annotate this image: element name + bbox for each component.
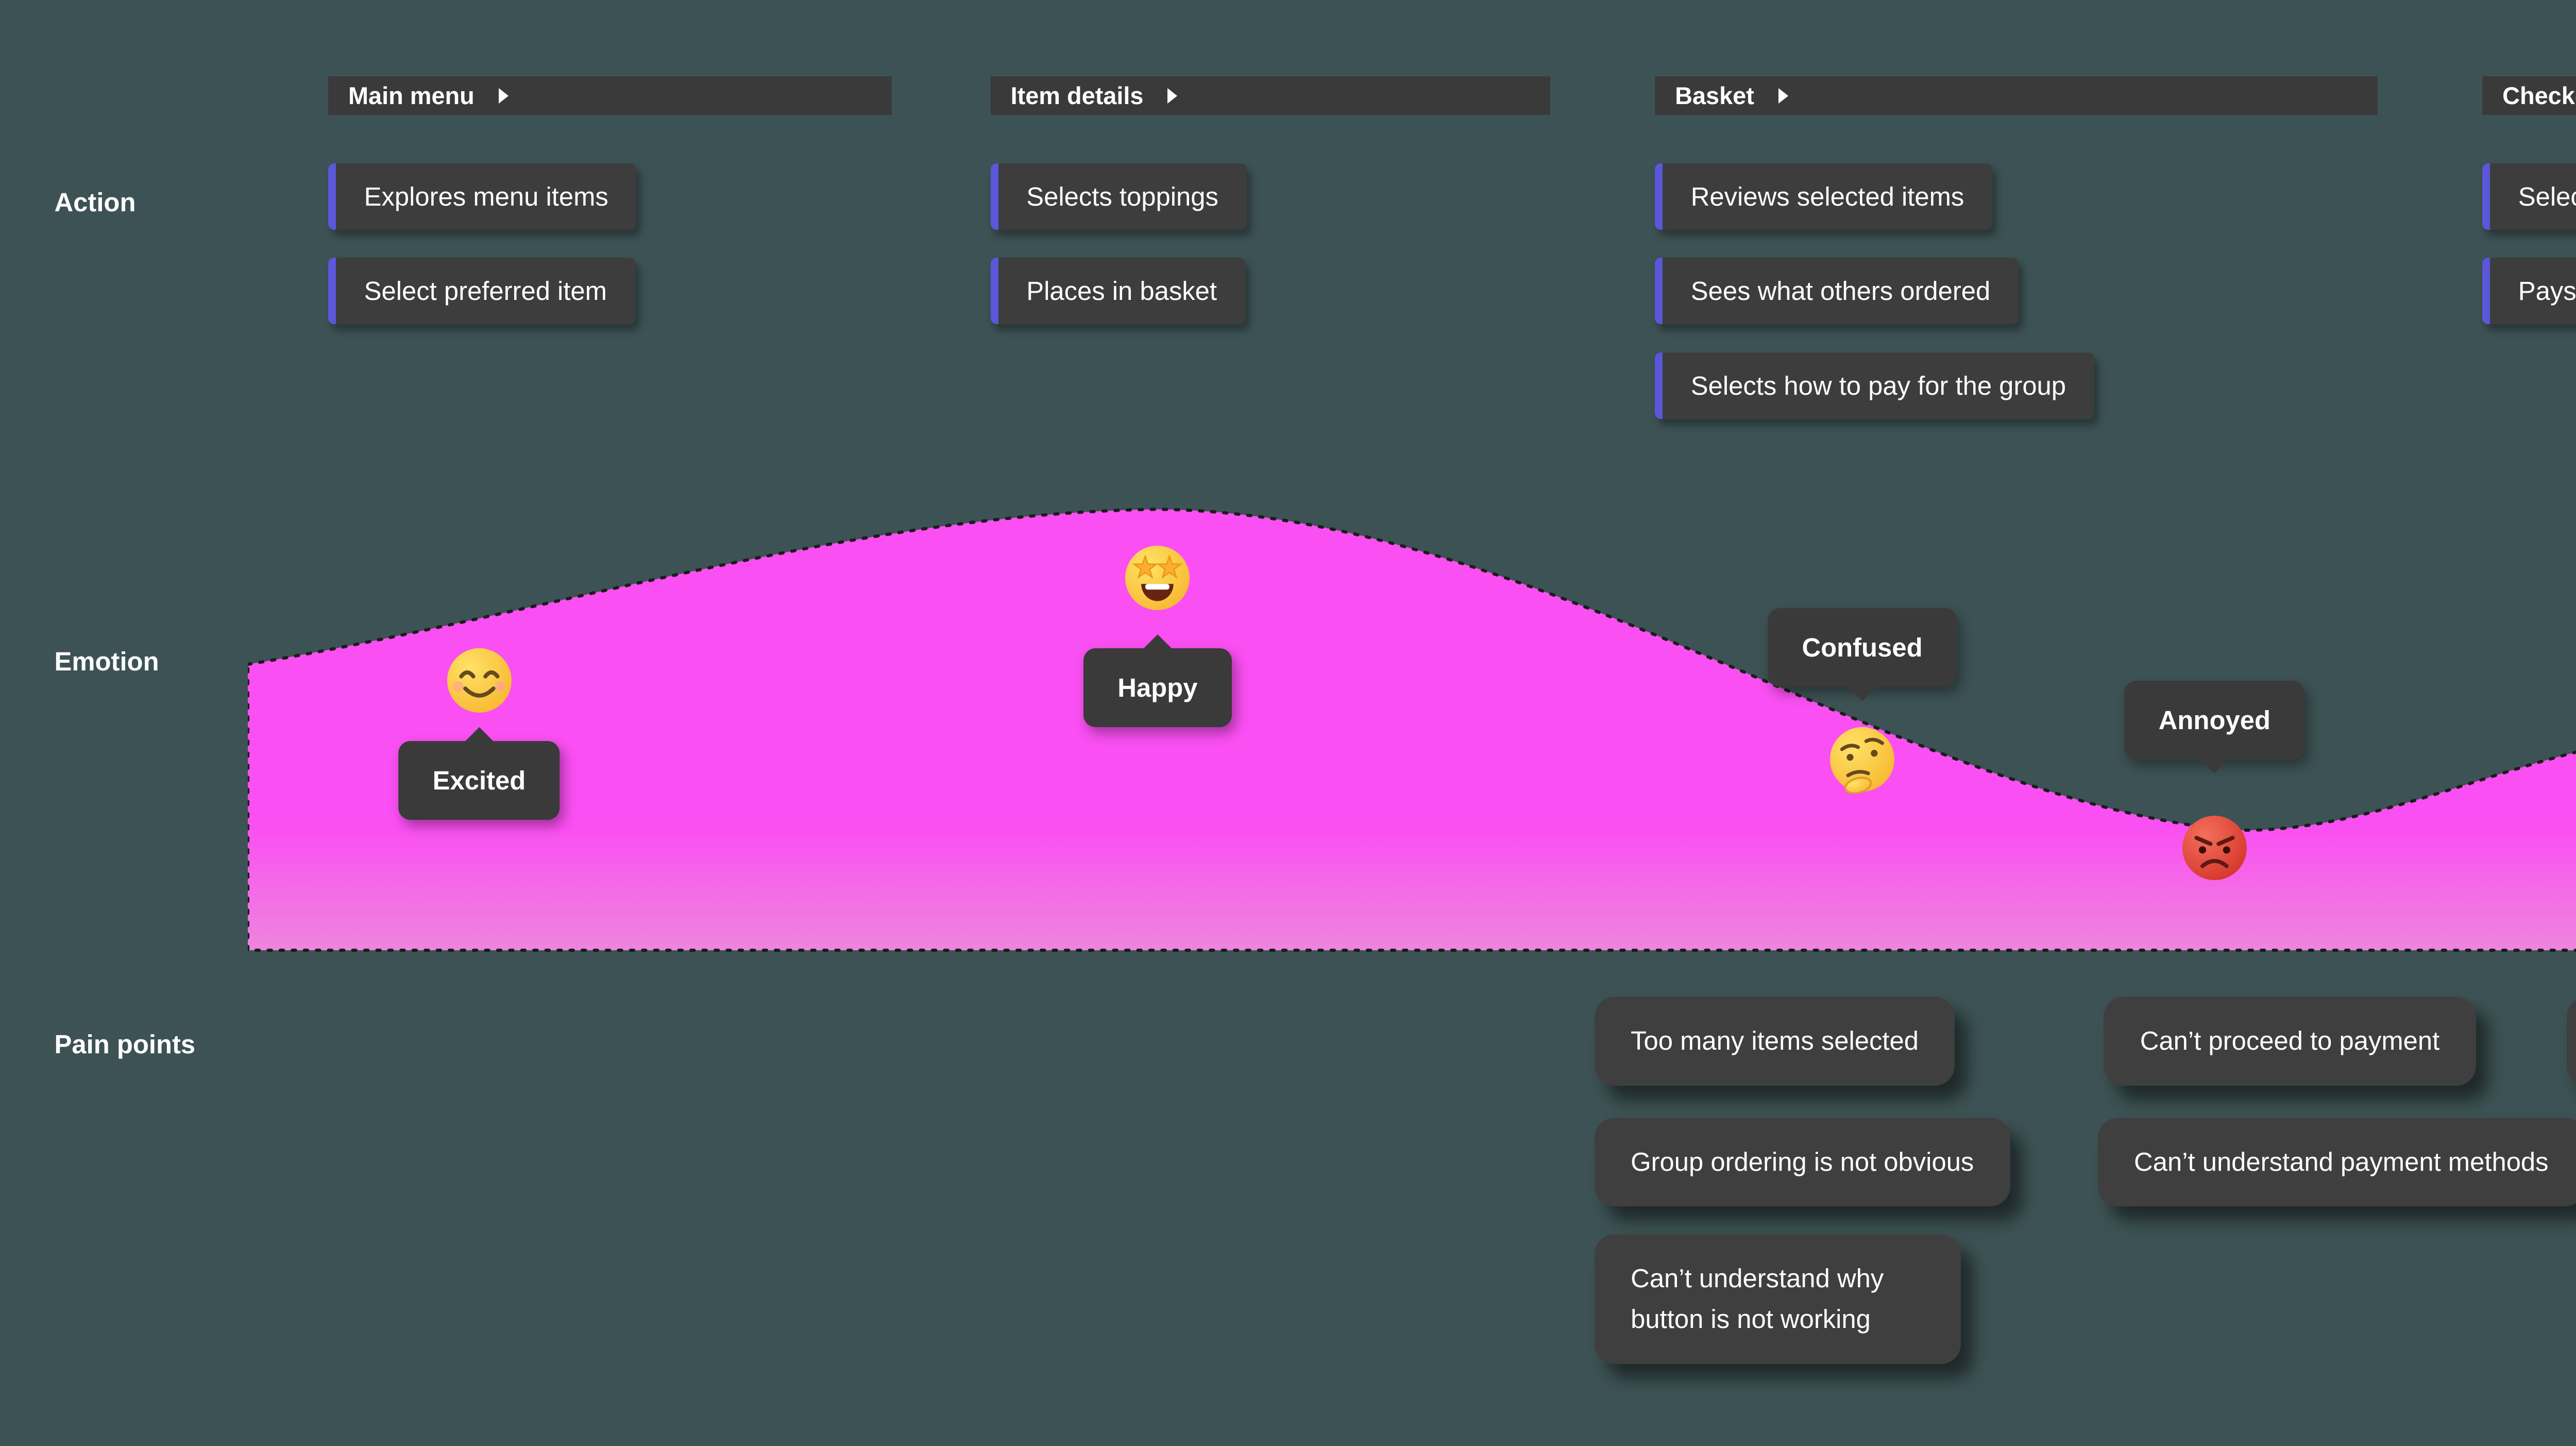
emotion-tooltip-annoyed[interactable]: Annoyed: [2124, 680, 2305, 760]
pain-point-card[interactable]: Group ordering is not obvious: [1594, 1117, 2010, 1207]
action-card[interactable]: Selects toppings: [990, 163, 1247, 230]
stage-header-label: Basket: [1675, 82, 1754, 109]
thinking-face-emoji-icon[interactable]: [1828, 725, 1896, 794]
pain-point-card[interactable]: Can’t understand why button is not worki…: [1594, 1234, 1961, 1364]
stage-header-label: Item details: [1010, 82, 1144, 109]
pain-point-card[interactable]: Can’t proceed to payment: [2104, 997, 2476, 1086]
angry-face-emoji-icon[interactable]: [2180, 814, 2249, 882]
action-card[interactable]: Explores menu items: [328, 163, 637, 230]
stage-item-details: Item details Selects toppings Places in …: [990, 76, 1550, 325]
star-struck-emoji-icon[interactable]: [1123, 544, 1192, 612]
stage-header-main-menu[interactable]: Main menu: [328, 76, 892, 115]
stage-basket: Basket Reviews selected items Sees what …: [1655, 76, 2378, 419]
emotion-tooltip-confused-1[interactable]: Confused: [1768, 608, 1957, 687]
chevron-right-icon: [1778, 88, 1788, 104]
action-card[interactable]: Reviews selected items: [1655, 163, 1993, 230]
stage-header-basket[interactable]: Basket: [1655, 76, 2378, 115]
action-card[interactable]: Selects how to pay for the group: [1655, 352, 2094, 419]
action-card[interactable]: Places in basket: [990, 258, 1245, 325]
chevron-right-icon: [1167, 88, 1177, 104]
stage-header-item-details[interactable]: Item details: [990, 76, 1550, 115]
row-label-emotion: Emotion: [54, 647, 159, 677]
pain-point-card[interactable]: Too many items selected: [1594, 997, 1955, 1086]
row-label-action: Action: [54, 188, 136, 217]
stage-header-label: Checkout/Payment: [2502, 82, 2576, 109]
emotion-tooltip-happy[interactable]: Happy: [1083, 648, 1232, 728]
pain-point-card[interactable]: Can’t understand payment methods: [2097, 1117, 2576, 1207]
pain-point-card[interactable]: Can’t understand payment process: [2567, 997, 2576, 1086]
action-card[interactable]: Select preferred item: [328, 258, 635, 325]
stage-checkout-payment: Checkout/Payment Selects payment method …: [2482, 76, 2576, 325]
action-card[interactable]: Sees what others ordered: [1655, 258, 2019, 325]
emotion-curve: [247, 508, 2576, 952]
emotion-tooltip-excited[interactable]: Excited: [398, 741, 560, 820]
stage-main-menu: Main menu Explores menu items Select pre…: [328, 76, 892, 325]
row-label-pain-points: Pain points: [54, 1029, 196, 1059]
chevron-right-icon: [498, 88, 509, 104]
stage-header-label: Main menu: [348, 82, 474, 109]
stage-header-checkout-payment[interactable]: Checkout/Payment: [2482, 76, 2576, 115]
action-card[interactable]: Selects payment method: [2482, 163, 2576, 230]
smiling-face-emoji-icon[interactable]: [445, 646, 514, 715]
action-card[interactable]: Pays: [2482, 258, 2576, 325]
